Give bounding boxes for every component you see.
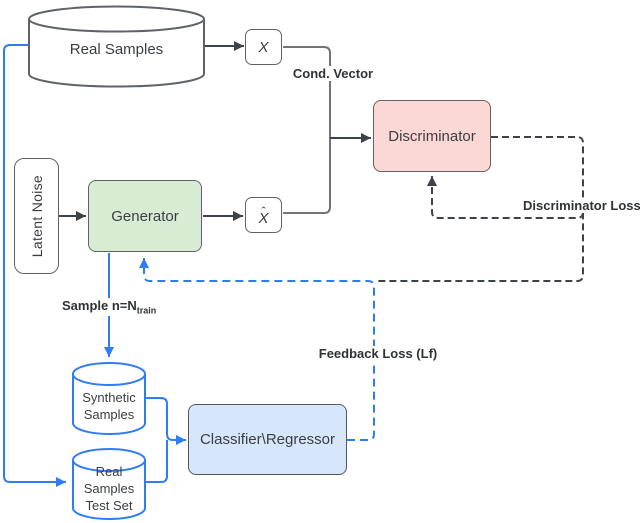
synthetic-samples-label: Synthetic Samples <box>82 389 136 422</box>
x-hat-letter: X <box>258 209 269 227</box>
x-hat-node: ˆ X <box>245 197 282 233</box>
x-node: X <box>245 29 282 65</box>
edge-x-to-merge <box>283 46 331 138</box>
discriminator-node: Discriminator <box>373 100 491 172</box>
discriminator-label: Discriminator <box>388 127 476 145</box>
classifier-regressor-label: Classifier\Regressor <box>199 431 336 448</box>
generator-node: Generator <box>88 180 202 252</box>
edge-realsamples-to-realtest <box>3 44 66 487</box>
latent-noise-node: Latent Noise <box>14 158 59 274</box>
edge-discriminator-loss-out <box>376 136 584 282</box>
cond-vector-label: Cond. Vector <box>270 66 396 81</box>
latent-noise-label: Latent Noise <box>28 174 45 258</box>
classifier-regressor-node: Classifier\Regressor <box>188 404 347 475</box>
edge-xhat-to-merge <box>283 138 331 214</box>
x-label: X <box>258 38 269 56</box>
real-samples-label: Real Samples <box>69 41 164 58</box>
edge-realtest-to-merge <box>146 440 168 483</box>
cylinder-shape <box>28 5 205 88</box>
feedback-loss-label: Feedback Loss (Lf) <box>315 346 441 361</box>
discriminator-loss-label: Discriminator Loss <box>521 198 640 213</box>
x-hat-label: ˆ X <box>258 203 269 227</box>
real-samples-test-set-label: Real Samples Test Set <box>83 463 135 513</box>
edge-synthetic-to-classifier <box>146 397 186 445</box>
sample-n-train-label: Sample n=Ntrain <box>60 298 157 316</box>
generator-label: Generator <box>111 207 179 225</box>
edge-discriminator-loss-return <box>427 176 584 219</box>
edge-feedback-loss <box>139 258 375 441</box>
cylinder-shape <box>72 448 146 520</box>
synthetic-samples-datastore: Synthetic Samples <box>72 362 146 435</box>
sample-n-subscript: train <box>136 305 157 316</box>
cylinder-shape <box>72 362 146 435</box>
real-samples-datastore: Real Samples <box>28 5 205 88</box>
circumflex-accent: ˆ <box>261 203 266 219</box>
real-samples-test-set-datastore: Real Samples Test Set <box>72 448 146 520</box>
